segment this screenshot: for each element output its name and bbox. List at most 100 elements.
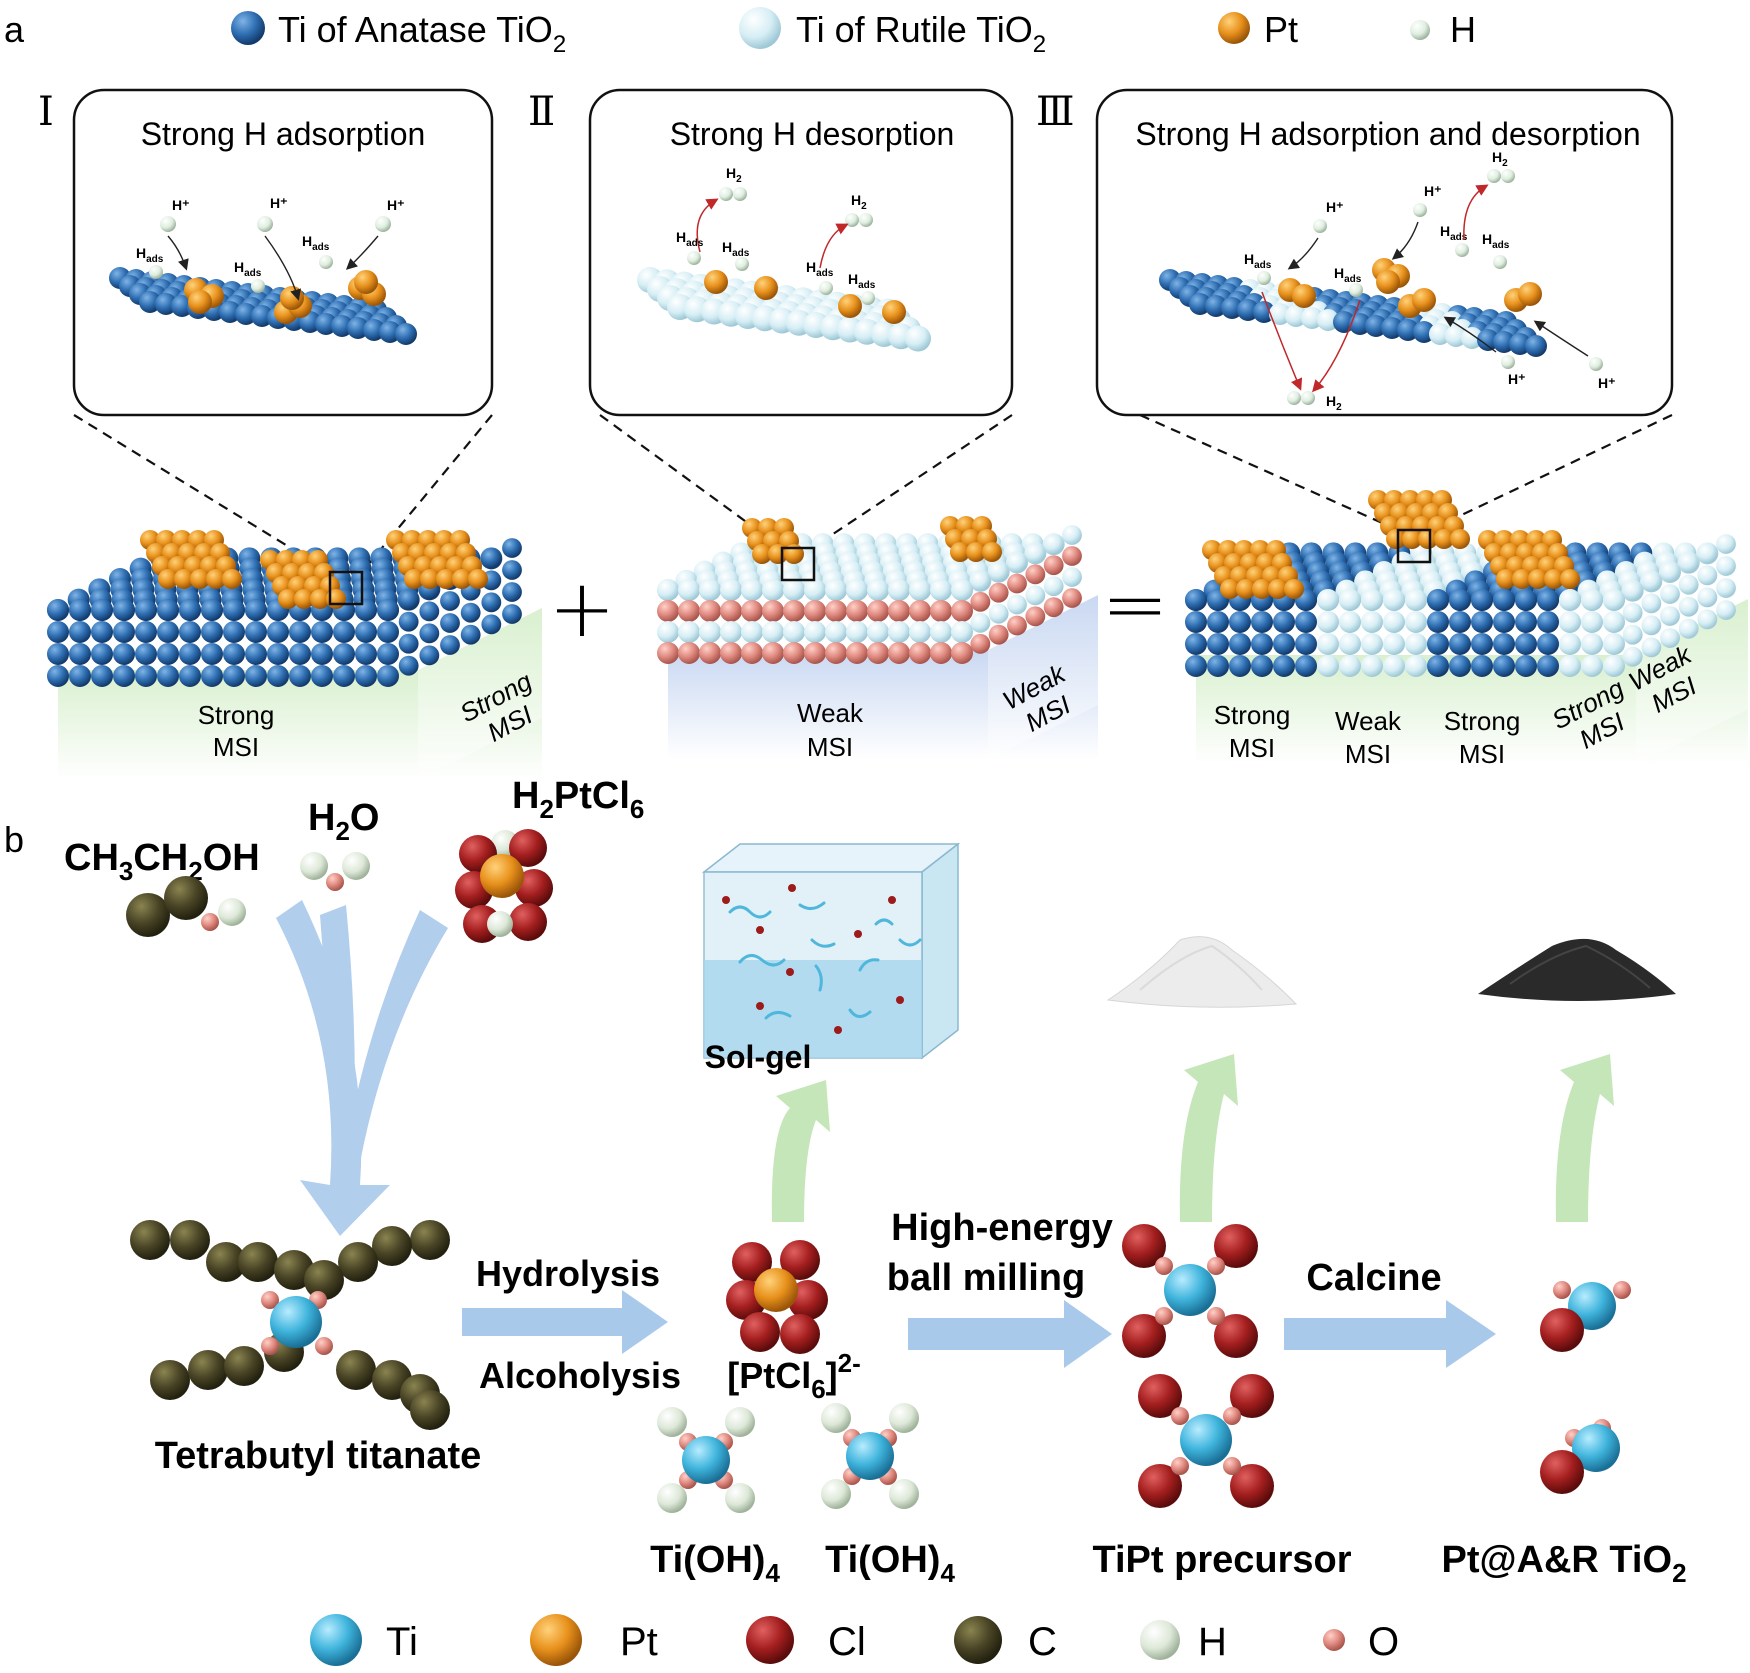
- surface-atom: [1269, 303, 1291, 325]
- slab-atom: [1678, 552, 1699, 573]
- ball-milling-label-1: High-energy: [891, 1207, 1113, 1249]
- inset-surface-3: [1159, 258, 1547, 357]
- tipt-precursor-molecule: [1138, 1374, 1274, 1508]
- slab-atom: [988, 582, 1009, 603]
- slab-atom: [245, 665, 267, 687]
- slab-atom: [699, 600, 721, 622]
- slab-atom: [398, 633, 419, 654]
- slab-atom: [1185, 611, 1207, 633]
- surface-atom: [1317, 309, 1339, 331]
- hads-label: Hads: [1334, 265, 1362, 285]
- slab-atom: [909, 579, 931, 601]
- hydrogen-atom: [889, 1479, 919, 1509]
- slab-atom: [135, 643, 157, 665]
- h-atom: [845, 213, 859, 227]
- surface-atom: [1445, 325, 1467, 347]
- slab-atom: [657, 579, 679, 601]
- pt-atom: [310, 589, 330, 609]
- legend-c-swatch: [954, 1616, 1002, 1664]
- slab-atom: [1207, 611, 1229, 633]
- slab-atom: [783, 642, 805, 664]
- slab-atom: [762, 600, 784, 622]
- slab-atom: [47, 665, 69, 687]
- slab-atom: [783, 621, 805, 643]
- slab-atom: [1185, 655, 1207, 677]
- surface-atom: [1525, 335, 1547, 357]
- slab-atom: [267, 621, 289, 643]
- inset-annotations-1: H⁺ H⁺ H⁺ Hads Hads Hads: [136, 195, 405, 301]
- slab-base: [988, 595, 1098, 760]
- slab-atom: [1361, 633, 1383, 655]
- slab-atom: [481, 592, 502, 613]
- carbon-atom: [372, 1226, 412, 1266]
- anatase-slab: [47, 530, 542, 780]
- slab-atom: [699, 642, 721, 664]
- hads-label: Hads: [136, 245, 164, 265]
- pt-atom: [704, 270, 728, 294]
- slab-atom: [1405, 589, 1427, 611]
- surface-atom: [379, 321, 401, 343]
- slab-atom: [1383, 611, 1405, 633]
- slab-atom: [333, 621, 355, 643]
- legend-h-swatch: [1140, 1620, 1180, 1660]
- calcine-arrow: [1284, 1300, 1496, 1368]
- titanium-atom: [270, 1296, 322, 1348]
- pt-atom: [1236, 579, 1256, 599]
- h-atom: [251, 279, 265, 293]
- pt-atom: [206, 569, 226, 589]
- surface-atom: [363, 319, 385, 341]
- slab-atom: [1559, 589, 1581, 611]
- slab-atom: [1559, 655, 1581, 677]
- slab-atom: [1471, 611, 1493, 633]
- slab-atom: [1007, 552, 1027, 573]
- slab-atom: [179, 665, 201, 687]
- legend-rutile-swatch: [739, 7, 781, 49]
- msi-label: Strong: [1214, 700, 1291, 730]
- green-arrows: [771, 1054, 1614, 1222]
- hads-label: Hads: [302, 233, 330, 253]
- pt-atom: [1268, 579, 1288, 599]
- slab-atom: [355, 621, 377, 643]
- carbon-atom: [224, 1346, 264, 1386]
- slab-atom: [1405, 611, 1427, 633]
- hplus-label: H⁺: [1508, 371, 1526, 387]
- slab-atom: [1229, 655, 1251, 677]
- slab-atom: [1062, 567, 1082, 587]
- slab-atom: [1317, 633, 1339, 655]
- tioh4-molecule: [657, 1407, 755, 1513]
- h-atom: [1349, 283, 1363, 297]
- chlorine-atom: [1122, 1314, 1166, 1358]
- product-label: Pt@A&R TiO2: [1441, 1539, 1686, 1588]
- slab-atom: [825, 621, 847, 643]
- h-atom: [319, 255, 333, 269]
- inset-title-2: Strong H desorption: [670, 116, 955, 152]
- slab-atom: [69, 621, 91, 643]
- slab-atom: [988, 624, 1009, 645]
- slab-atom: [951, 600, 973, 622]
- slab-atom: [804, 579, 826, 601]
- slab-atom: [289, 643, 311, 665]
- pt-atom: [354, 270, 378, 294]
- slab-atom: [888, 579, 910, 601]
- chlorine-atom: [1230, 1464, 1274, 1508]
- slab-atom: [888, 621, 910, 643]
- slab-atom: [113, 599, 135, 621]
- panel-numeral-3: Ⅲ: [1036, 89, 1075, 135]
- legend-o-swatch: [1323, 1629, 1345, 1651]
- pt-atom: [188, 290, 212, 314]
- slab-atom: [223, 599, 245, 621]
- slab-atom: [720, 579, 742, 601]
- slab-atom: [988, 561, 1009, 582]
- bottom-legend: Ti Pt Cl C H O: [310, 1614, 1399, 1666]
- slab-atom: [1581, 655, 1603, 677]
- slab-atom: [135, 665, 157, 687]
- slab-atom: [970, 633, 991, 654]
- surface-atom: [1477, 329, 1499, 351]
- slab-atom: [440, 635, 460, 655]
- slab-atom: [1581, 589, 1603, 611]
- pt-atom: [278, 589, 298, 609]
- slab-atom: [1361, 655, 1383, 677]
- titanium-atom: [1180, 1414, 1232, 1466]
- slab-atom: [398, 655, 419, 676]
- surface-atom: [905, 325, 931, 352]
